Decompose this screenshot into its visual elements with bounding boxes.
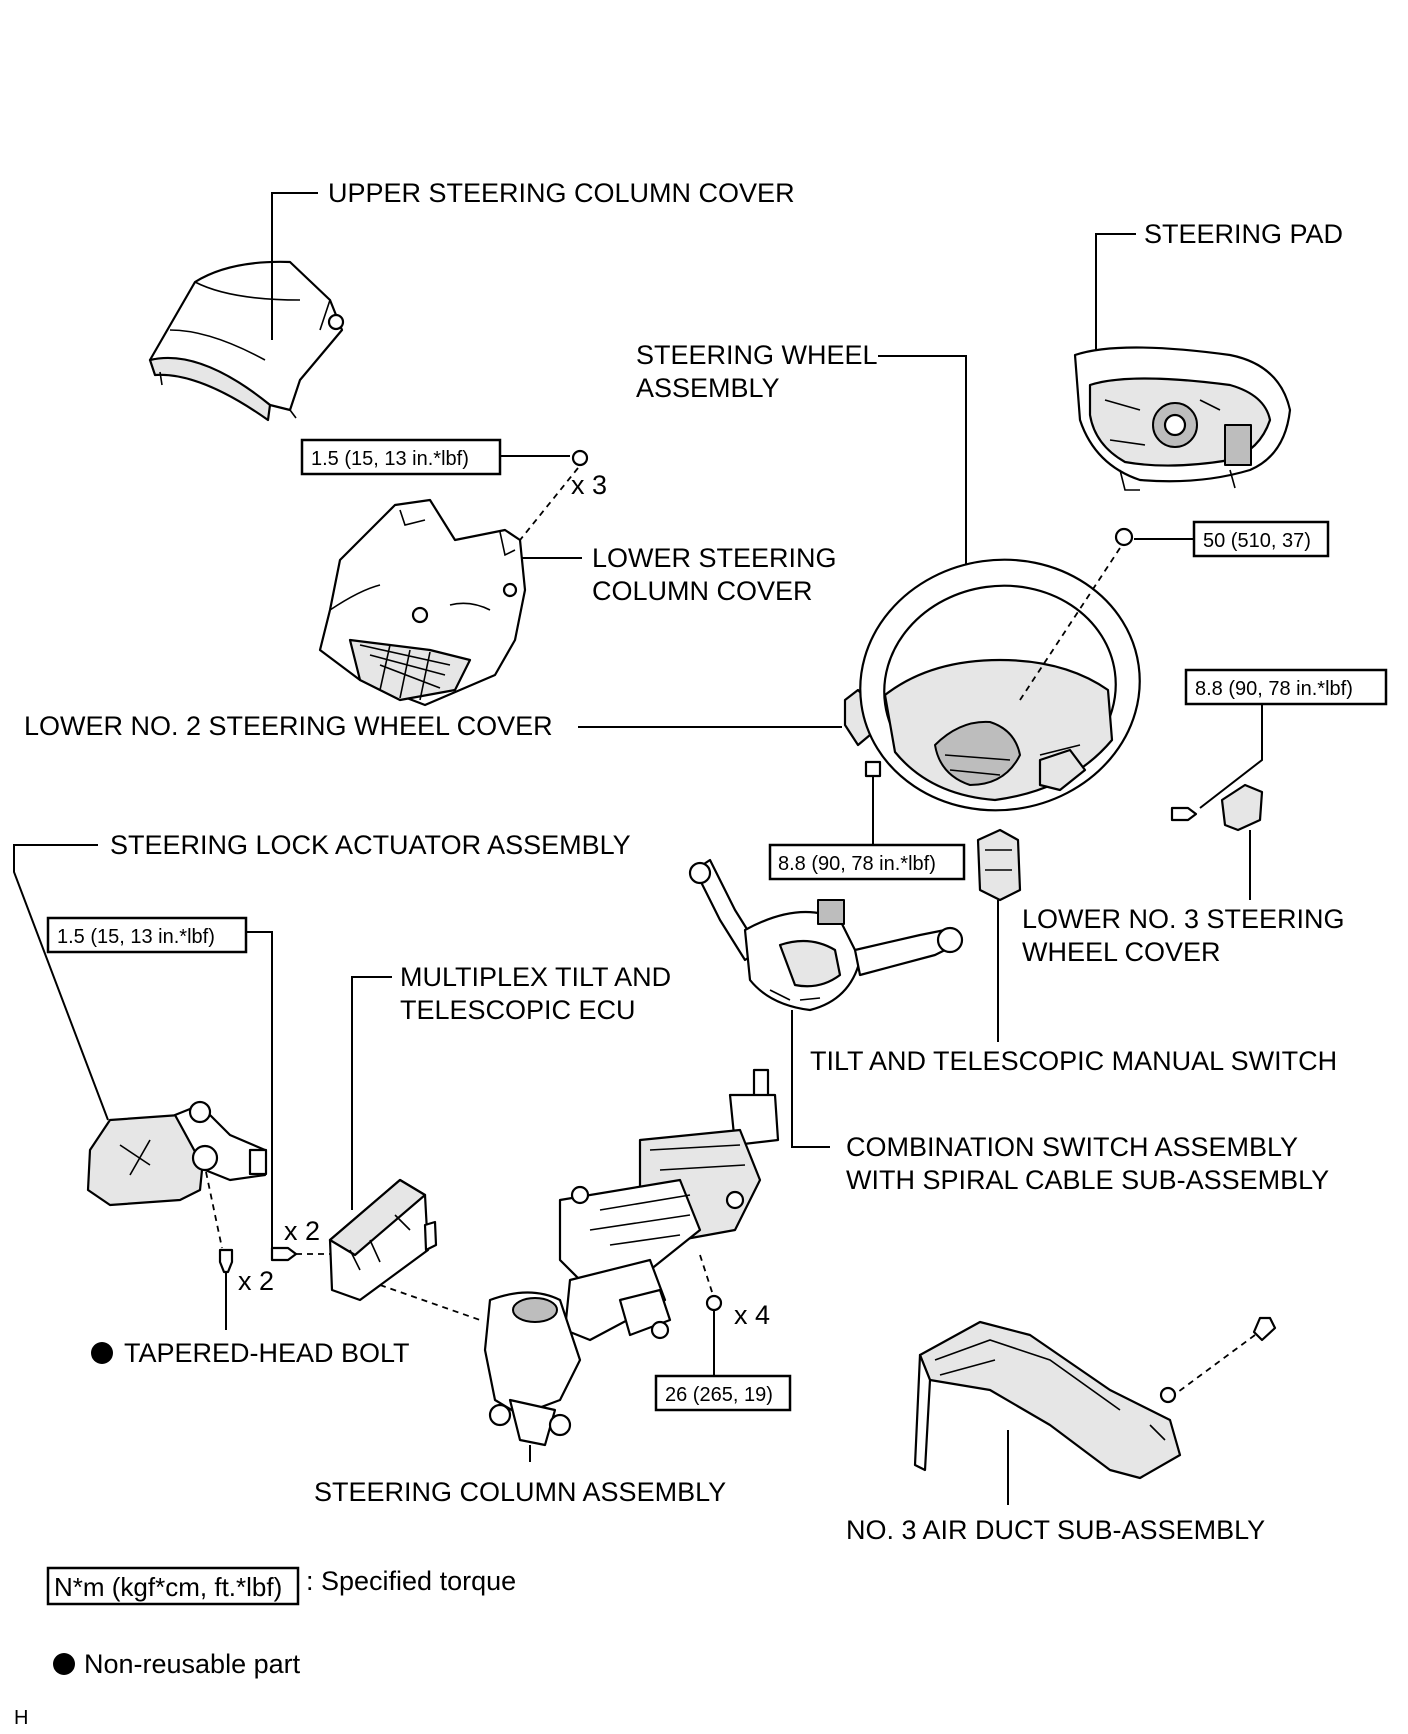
- tapered-head-bolt: [218, 1248, 234, 1274]
- tilt-manual-switch-label: TILT AND TELESCOPIC MANUAL SWITCH: [810, 1046, 1337, 1076]
- multiplex-ecu-label-2: TELESCOPIC ECU: [400, 995, 636, 1025]
- column-nut-torque-label: 26 (265, 19): [665, 1384, 773, 1406]
- column-cover-screw-qty: x 3: [571, 470, 607, 500]
- wheel-assembly-label-2: ASSEMBLY: [636, 373, 780, 403]
- steering-lock-actuator-part: [86, 1100, 268, 1207]
- corner-mark: H: [14, 1707, 28, 1729]
- steering-pad-label: STEERING PAD: [1144, 219, 1343, 249]
- steering-lock-leader: [13, 844, 109, 1121]
- column-cover-screw: [571, 449, 589, 467]
- steering-column-label: STEERING COLUMN ASSEMBLY: [314, 1477, 726, 1507]
- legend-torque-box: [46, 1566, 300, 1606]
- ecu-screw-qty: x 2: [284, 1216, 320, 1246]
- lock-actuator-torque-label: 1.5 (15, 13 in.*lbf): [57, 926, 215, 948]
- air-duct-screw: [1252, 1316, 1277, 1342]
- steering-pad-leader: [1095, 233, 1136, 352]
- steering-wheel-part: [859, 558, 1141, 812]
- lower-column-cover-part: [318, 498, 527, 707]
- wheel-nut-torque-box: [1192, 520, 1330, 558]
- lower-column-cover-label-2: COLUMN COVER: [592, 576, 813, 606]
- upper-column-cover-label: UPPER STEERING COLUMN COVER: [328, 178, 795, 208]
- legend-non-reusable-marker: [53, 1653, 75, 1675]
- lock-actuator-torque-box: [46, 916, 248, 954]
- column-cover-torque-label: 1.5 (15, 13 in.*lbf): [311, 448, 469, 470]
- air-duct-label: NO. 3 AIR DUCT SUB-ASSEMBLY: [846, 1515, 1265, 1545]
- steering-column-part: [483, 1068, 780, 1447]
- wheel-nut-torque-label: 50 (510, 37): [1203, 530, 1311, 552]
- no2-cover-screw: [864, 760, 882, 778]
- legend-torque-text: : Specified torque: [306, 1566, 516, 1596]
- no3-cover-torque-box: [1184, 668, 1388, 706]
- tapered-bolt-label: TAPERED-HEAD BOLT: [124, 1338, 410, 1368]
- upper-cover-leader: [271, 192, 318, 340]
- combination-switch-label-1: COMBINATION SWITCH ASSEMBLY: [846, 1132, 1298, 1162]
- lower-no3-wheel-cover-part: [1220, 783, 1264, 832]
- column-nut: [705, 1294, 723, 1312]
- steering-pad-part: [1073, 346, 1292, 491]
- combination-switch-label-2: WITH SPIRAL CABLE SUB-ASSEMBLY: [846, 1165, 1329, 1195]
- ecu-leader: [351, 976, 392, 1210]
- no2-cover-torque-box: [768, 843, 966, 881]
- multiplex-ecu-label-1: MULTIPLEX TILT AND: [400, 962, 671, 992]
- air-duct-part: [913, 1320, 1182, 1480]
- no2-cover-torque-label: 8.8 (90, 78 in.*lbf): [778, 853, 936, 875]
- lower-column-cover-label-1: LOWER STEERING: [592, 543, 837, 573]
- ecu-screw: [270, 1246, 298, 1262]
- lower-no3-wheel-cover-label-1: LOWER NO. 3 STEERING: [1022, 904, 1345, 934]
- lower-no3-wheel-cover-label-2: WHEEL COVER: [1022, 937, 1221, 967]
- steering-lock-actuator-label: STEERING LOCK ACTUATOR ASSEMBLY: [110, 830, 631, 860]
- legend-torque-box-label: N*m (kgf*cm, ft.*lbf): [54, 1572, 282, 1602]
- tilt-manual-switch-part: [976, 828, 1022, 902]
- wheel-nut: [1114, 527, 1134, 547]
- non-reusable-marker: [91, 1342, 113, 1364]
- no3-cover-screw: [1170, 806, 1198, 822]
- combination-switch-part: [688, 858, 964, 1012]
- no3-cover-torque-label: 8.8 (90, 78 in.*lbf): [1195, 678, 1353, 700]
- column-nut-torque-box: [654, 1374, 792, 1412]
- wheel-assembly-label-1: STEERING WHEEL: [636, 340, 878, 370]
- wheel-assembly-leader: [878, 355, 967, 568]
- multiplex-ecu-part: [328, 1178, 438, 1302]
- upper-column-cover-part: [148, 260, 345, 422]
- tapered-bolt-qty: x 2: [238, 1266, 274, 1296]
- legend-non-reusable-text: Non-reusable part: [84, 1649, 301, 1679]
- lower-no2-wheel-cover-label: LOWER NO. 2 STEERING WHEEL COVER: [24, 711, 553, 741]
- column-nut-qty: x 4: [734, 1300, 770, 1330]
